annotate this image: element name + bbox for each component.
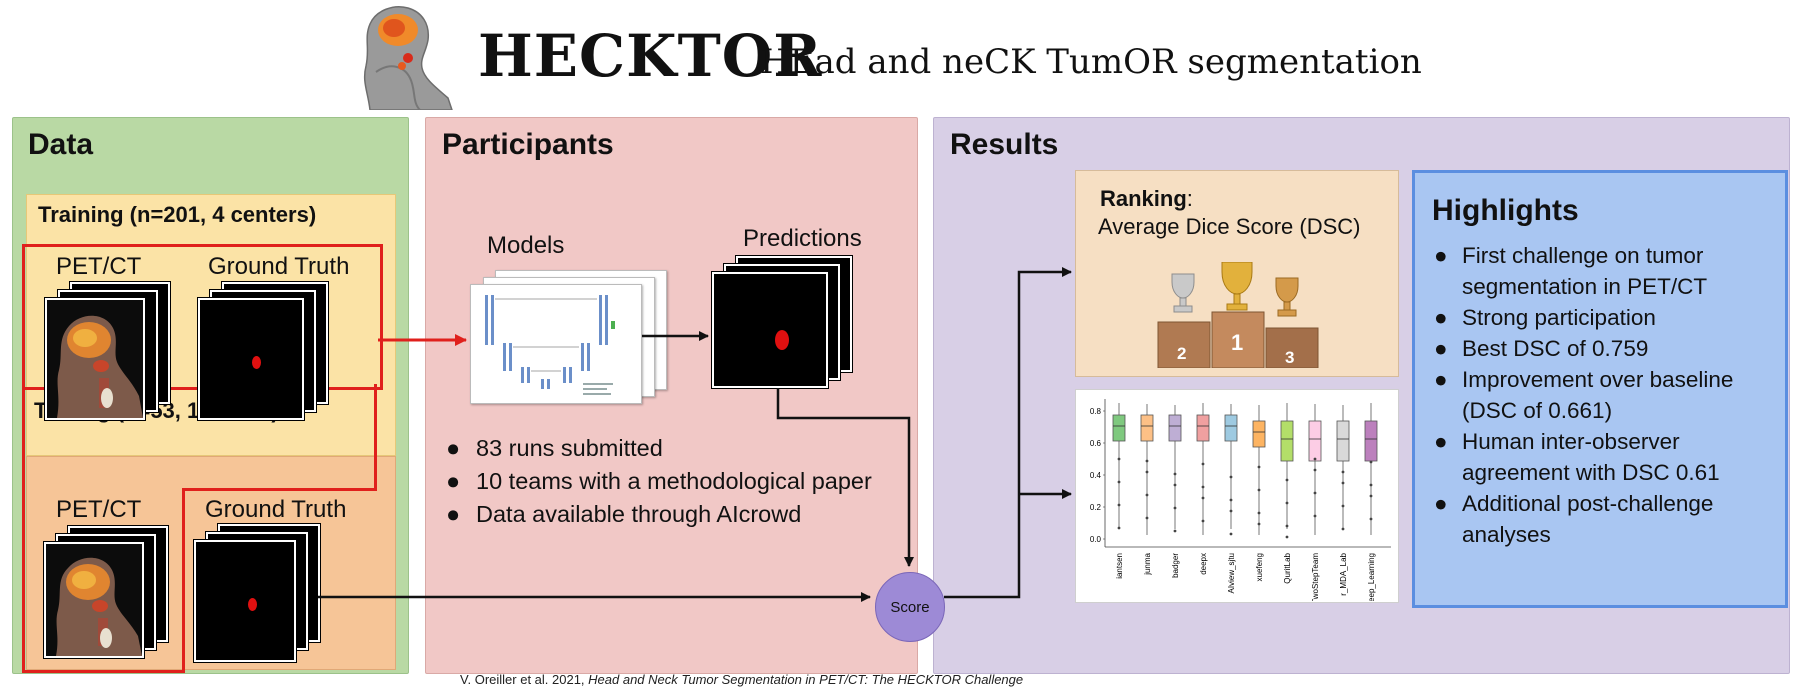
- boxplot-team-label: QuritLab: [1283, 552, 1292, 583]
- prediction-image: [712, 272, 828, 388]
- boxplot-box: [1140, 404, 1154, 535]
- frame-connector: [22, 420, 25, 490]
- boxplot-team-label: iantsen: [1115, 553, 1124, 579]
- frame-connector: [182, 488, 377, 491]
- score-node: Score: [875, 572, 945, 642]
- tumor-mask: [252, 356, 261, 369]
- highlights-list: ●First challenge on tumor segmentation i…: [1428, 240, 1768, 550]
- boxplot-team-label: AIview_sjtu: [1227, 553, 1236, 593]
- tumor-mask: [248, 598, 257, 611]
- boxplot-box: [1168, 405, 1182, 533]
- boxplot-team-label: badger: [1171, 553, 1180, 578]
- boxplot-team-label: Deep_Learning: [1367, 553, 1376, 601]
- predictions-to-score-arrow: [776, 388, 914, 567]
- dsc-boxplot: 0.8 0.6 0.4 0.2 0.0 iantsen junma badger deepx A…: [1075, 389, 1397, 614]
- citation-authors: V. Oreiller et al. 2021,: [460, 672, 589, 687]
- boxplot-ytick: 0.6: [1090, 439, 1102, 448]
- predicted-tumor: [775, 330, 789, 350]
- boxplot-ytick: 0.0: [1090, 535, 1102, 544]
- boxplot-box: [1308, 404, 1322, 535]
- list-item: ●Strong participation: [1434, 305, 1656, 330]
- testing-gt-image: [194, 540, 296, 662]
- list-item: ●Best DSC of 0.759: [1434, 336, 1649, 361]
- data-panel-title: Data: [28, 128, 94, 161]
- boxplot-team-label: HFTwoStepTeam: [1311, 553, 1320, 601]
- training-gt-image: [198, 298, 304, 420]
- boxplot-box: [1364, 403, 1378, 535]
- score-label: Score: [890, 598, 930, 616]
- models-label: Models: [487, 232, 565, 259]
- page-subtitle: HEad and neCK TumOR segmentation: [760, 42, 1422, 82]
- list-item: ●Data available through AIcrowd: [446, 501, 802, 527]
- training-pet-image: [45, 298, 145, 420]
- citation-title: Head and Neck Tumor Segmentation in PET/…: [588, 672, 1024, 687]
- boxplot-box: [1196, 403, 1210, 535]
- list-item: ●Additional post-challenge analyses: [1434, 491, 1714, 547]
- testing-pet-label: PET/CT: [56, 496, 142, 523]
- training-title: Training (n=201, 4 centers): [38, 202, 317, 227]
- list-item: ●First challenge on tumor segmentation i…: [1434, 243, 1708, 299]
- list-item: ●83 runs submitted: [446, 435, 663, 461]
- boxplot-ytick: 0.4: [1090, 471, 1102, 480]
- testing-gt-label: Ground Truth: [205, 496, 347, 523]
- frame-connector: [374, 384, 377, 490]
- testing-pet-image: [44, 542, 144, 658]
- boxplot-box: [1112, 403, 1126, 530]
- boxplot-box: [1336, 405, 1350, 531]
- training-pet-label: PET/CT: [56, 253, 142, 280]
- results-panel-title: Results: [950, 128, 1059, 161]
- highlights-box: [1412, 170, 1788, 608]
- participants-stats-list: ●83 runs submitted ●10 teams with a meth…: [442, 432, 882, 531]
- boxplot-team-label: deepx: [1199, 553, 1208, 575]
- participants-panel-title: Participants: [442, 128, 614, 161]
- boxplot-team-label: r_MDA_Lab: [1339, 552, 1348, 595]
- boxplot-box: [1252, 405, 1266, 535]
- training-gt-label: Ground Truth: [208, 253, 350, 280]
- podium-third: 3: [1285, 348, 1295, 367]
- list-item: ●Improvement over baseline (DSC of 0.661…: [1434, 367, 1734, 423]
- predictions-label: Predictions: [743, 225, 862, 252]
- boxplot-team-label: junma: [1143, 552, 1152, 575]
- ranking-label: Ranking: [1100, 186, 1187, 211]
- boxplot-ytick: 0.2: [1090, 503, 1102, 512]
- ranking-metric: Average Dice Score (DSC): [1098, 214, 1361, 239]
- boxplot-box: [1224, 404, 1238, 536]
- podium-second: 2: [1177, 344, 1187, 363]
- testing-data-frame: [22, 488, 185, 673]
- list-item: ●Human inter-observer agreement with DSC…: [1434, 429, 1720, 485]
- podium-first: 1: [1231, 330, 1244, 355]
- head-logo: [340, 2, 458, 111]
- podium-trophies-icon: [1150, 261, 1330, 369]
- frame-connector: [22, 384, 25, 424]
- unet-diagram: [470, 284, 642, 404]
- score-to-ranking-arrow: [944, 267, 1072, 599]
- ranking-colon: :: [1186, 186, 1193, 211]
- boxplot-team-label: xuefeng: [1255, 553, 1264, 581]
- boxplot-ytick: 0.8: [1090, 407, 1102, 416]
- page-title: HECKTOR: [478, 22, 823, 90]
- boxplot-box: [1280, 403, 1294, 539]
- ranking-heading: Ranking:: [1100, 186, 1193, 212]
- list-item: ●10 teams with a methodological paper: [446, 468, 872, 494]
- citation: V. Oreiller et al. 2021, Head and Neck T…: [460, 672, 1023, 687]
- highlights-title: Highlights: [1432, 194, 1579, 227]
